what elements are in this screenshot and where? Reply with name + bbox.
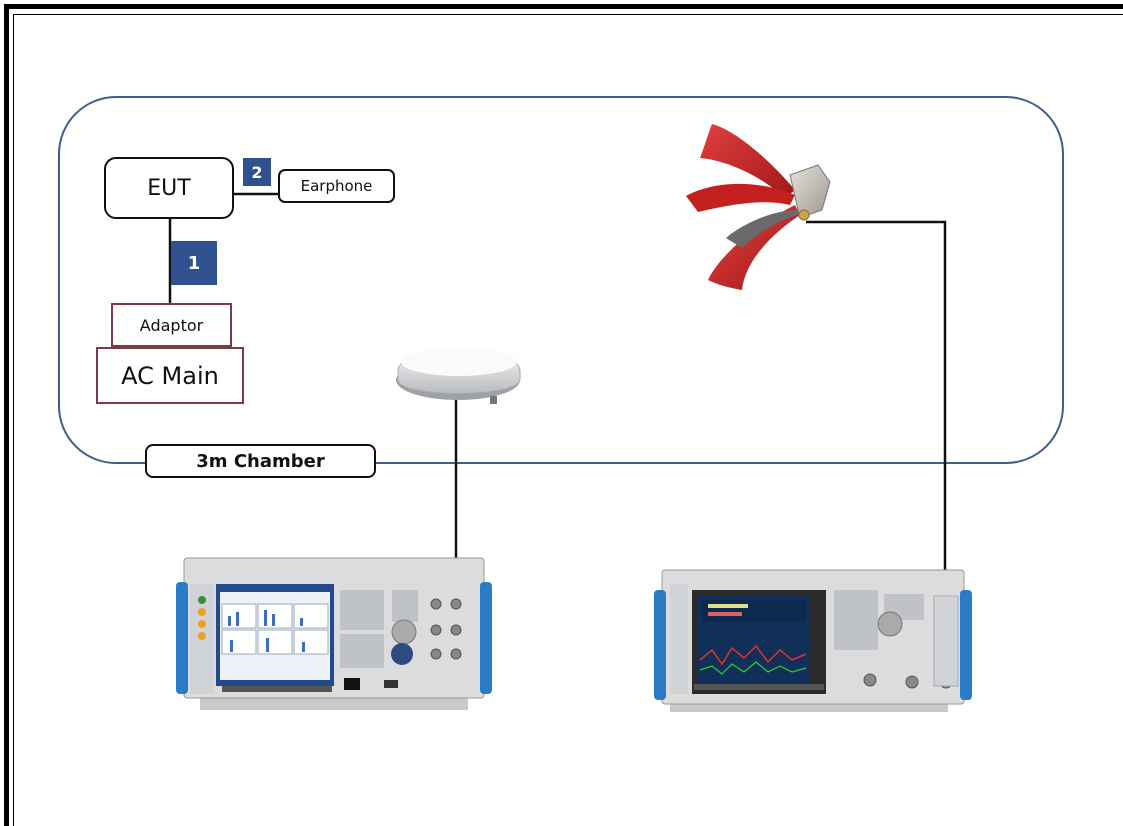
cable-badge-2: 2: [243, 158, 271, 186]
page-border: [4, 4, 1123, 826]
chamber-label: 3m Chamber: [145, 444, 376, 478]
eut-box: EUT: [104, 157, 234, 219]
page-inner-border: [13, 14, 1123, 826]
earphone-box: Earphone: [278, 169, 395, 203]
cable-badge-1: 1: [171, 241, 217, 285]
ac-main-box: AC Main: [96, 347, 244, 404]
adaptor-box: Adaptor: [111, 303, 232, 347]
chamber-boundary: [58, 96, 1064, 464]
